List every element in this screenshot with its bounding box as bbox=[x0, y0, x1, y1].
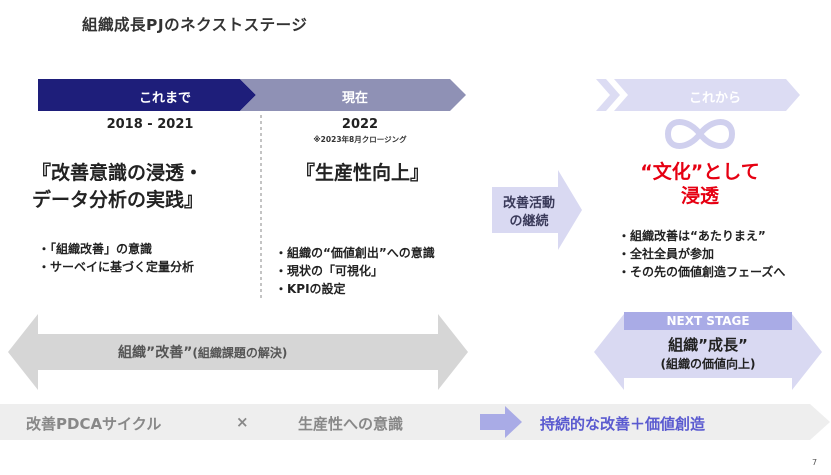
transition-line1: 改善活動 bbox=[502, 196, 555, 211]
next-stage-sub: (組織の価値向上) bbox=[660, 357, 756, 371]
bottom-left-text: 改善PDCAサイクル bbox=[26, 415, 162, 433]
bottom-middle-text: 生産性への意識 bbox=[298, 415, 404, 433]
chevron-past bbox=[38, 79, 256, 111]
next-stage-small: NEXT STAGE bbox=[666, 314, 750, 328]
list-item: ・全社全員が参加 bbox=[618, 247, 715, 261]
past-heading-line1: 『改善意識の浸透・ bbox=[32, 162, 204, 184]
list-item: ・KPIの設定 bbox=[275, 282, 346, 296]
chevron-present bbox=[240, 79, 466, 111]
future-title: “文化”として 浸透 bbox=[620, 160, 780, 208]
list-item: ・「組織改善」の意識 bbox=[38, 242, 153, 256]
past-heading-line2: データ分析の実践』 bbox=[32, 189, 204, 211]
kaizen-label: 組織”改善”(組織課題の解決) bbox=[118, 342, 287, 362]
transition-text: 改善活動 の継続 bbox=[492, 195, 566, 231]
transition-line2: の継続 bbox=[509, 214, 549, 229]
bottom-right-text: 持続的な改善＋価値創造 bbox=[540, 415, 706, 433]
present-note: ※2023年8月クロージング bbox=[313, 135, 407, 144]
chevron-future bbox=[614, 79, 800, 111]
kaizen-label-sub: (組織課題の解決) bbox=[192, 346, 288, 360]
list-item: ・その先の価値創造フェーズへ bbox=[618, 265, 786, 279]
past-years: 2018 - 2021 bbox=[106, 117, 194, 132]
next-stage-main: 組織”成長” bbox=[668, 336, 748, 354]
list-item: ・現状の「可視化」 bbox=[275, 264, 384, 278]
future-bullets: ・組織改善は“あたりまえ” ・全社全員が参加 ・その先の価値創造フェーズへ bbox=[618, 227, 785, 281]
future-title-line2: 浸透 bbox=[680, 185, 719, 207]
list-item: ・サーベイに基づく定量分析 bbox=[38, 260, 195, 274]
present-heading: 『生産性向上』 bbox=[296, 162, 430, 184]
future-label: これから bbox=[688, 91, 741, 106]
kaizen-label-main: 組織”改善” bbox=[118, 345, 193, 361]
infinity-icon bbox=[664, 119, 736, 149]
past-bullets: ・「組織改善」の意識 ・サーベイに基づく定量分析 bbox=[38, 240, 194, 276]
bottom-band bbox=[0, 404, 810, 440]
future-title-line1: “文化”として bbox=[640, 161, 760, 183]
bottom-arrow bbox=[480, 406, 522, 438]
page-title: 組織成長PJのネクストステージ bbox=[82, 16, 308, 34]
kaizen-arrow bbox=[8, 314, 468, 390]
times-symbol: × bbox=[236, 413, 249, 431]
chevron-future-small bbox=[596, 79, 620, 111]
past-heading: 『改善意識の浸透・ データ分析の実践』 bbox=[32, 160, 203, 214]
past-label: これまで bbox=[138, 91, 191, 106]
present-bullets: ・組織の“価値創出”への意識 ・現状の「可視化」 ・KPIの設定 bbox=[275, 244, 435, 298]
next-stage-header-bar bbox=[624, 312, 792, 330]
present-year: 2022 bbox=[341, 117, 379, 132]
present-label: 現在 bbox=[341, 91, 368, 106]
list-item: ・組織改善は“あたりまえ” bbox=[618, 229, 766, 243]
bottom-band-tip bbox=[790, 404, 830, 440]
page-number: 7 bbox=[812, 458, 818, 467]
list-item: ・組織の“価値創出”への意識 bbox=[275, 246, 435, 260]
transition-arrow bbox=[492, 170, 582, 250]
next-stage-arrow bbox=[594, 314, 822, 390]
